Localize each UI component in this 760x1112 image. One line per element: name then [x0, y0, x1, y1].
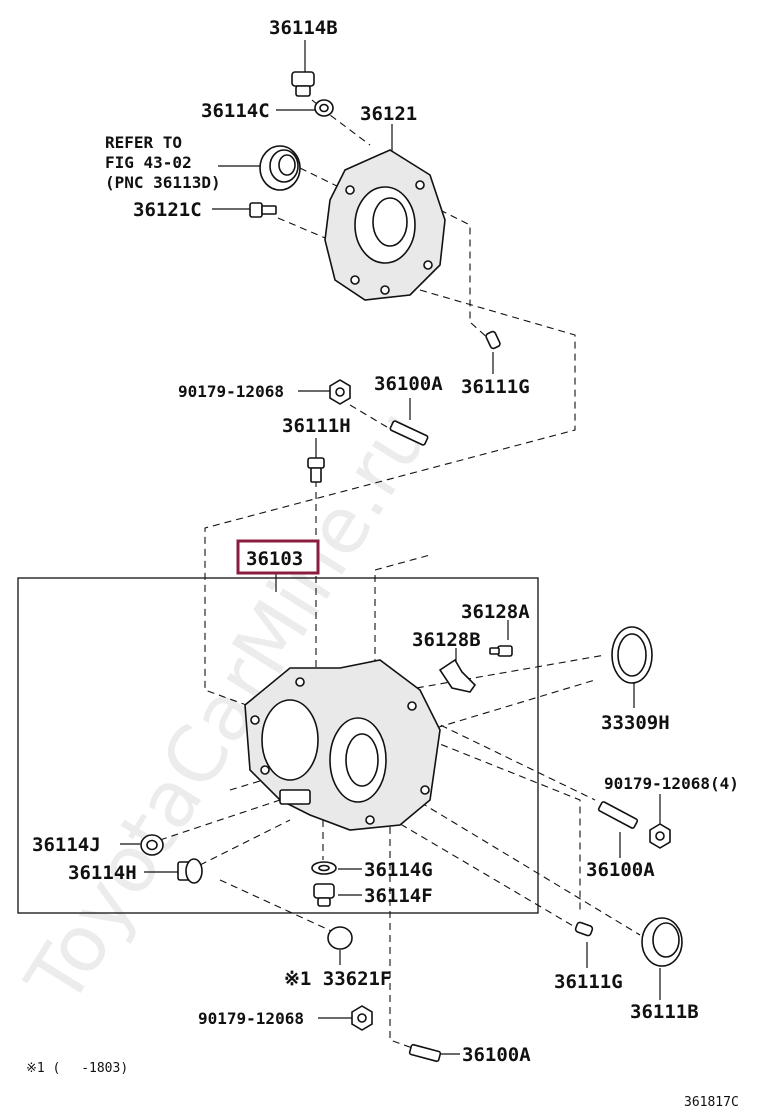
plug-36114B[interactable] [291, 71, 315, 97]
pin-36111G-top[interactable] [485, 330, 501, 350]
label-36111G-bottom[interactable]: 36111G [554, 971, 623, 993]
leader-lines [120, 40, 661, 1055]
breather-36111H[interactable] [307, 457, 325, 483]
case-36103[interactable] [244, 659, 441, 831]
label-36114B[interactable]: 36114B [269, 17, 338, 39]
label-36103[interactable]: 36103 [246, 548, 303, 570]
label-90179-4[interactable]: 90179-12068(4) [604, 774, 739, 793]
refer-line-2: FIG 43-02 [105, 153, 192, 172]
label-90179-bottom[interactable]: 90179-12068 [198, 1009, 304, 1028]
label-36100A-top[interactable]: 36100A [374, 373, 443, 395]
bracket-36128B[interactable] [438, 658, 477, 693]
nut-90179-bottom[interactable] [351, 1005, 373, 1031]
stud-36100A-bottom[interactable] [408, 1043, 442, 1063]
plug-36114F[interactable] [313, 883, 335, 907]
label-36100A-right[interactable]: 36100A [586, 859, 655, 881]
label-36128B[interactable]: 36128B [412, 629, 481, 651]
cover-36121[interactable] [324, 149, 446, 301]
label-36111H[interactable]: 36111H [282, 415, 351, 437]
label-36114F[interactable]: 36114F [364, 885, 433, 907]
label-36121C[interactable]: 36121C [133, 199, 202, 221]
seal-36111B[interactable] [641, 917, 683, 967]
selected-part-highlight [236, 539, 320, 575]
label-36111B[interactable]: 36111B [630, 1001, 699, 1023]
oil-seal-36113D[interactable] [259, 145, 301, 191]
bolt-36121C[interactable] [249, 202, 277, 218]
refer-line-3[interactable]: (PNC 36113D) [105, 173, 221, 192]
label-36114J[interactable]: 36114J [32, 834, 101, 856]
label-36128A[interactable]: 36128A [461, 601, 530, 623]
footnote: ※1 ( -1803) [26, 1061, 128, 1076]
seal-33309H[interactable] [611, 626, 653, 684]
gasket-36114C[interactable] [314, 99, 334, 117]
label-90179-top[interactable]: 90179-12068 [178, 382, 284, 401]
stud-36100A-right[interactable] [597, 801, 639, 829]
cap-33621F[interactable] [327, 926, 353, 950]
pin-36111G-bottom[interactable] [574, 921, 594, 937]
label-36114G[interactable]: 36114G [364, 859, 433, 881]
alignment-lines [159, 99, 641, 1051]
label-36114H[interactable]: 36114H [68, 862, 137, 884]
assembly-box [17, 577, 539, 914]
stud-36100A-top[interactable] [389, 420, 429, 446]
bolt-36128A[interactable] [489, 645, 513, 657]
diagram-code: 361817C [684, 1095, 739, 1110]
plug-36114H[interactable] [177, 858, 203, 884]
label-33309H[interactable]: 33309H [601, 712, 670, 734]
nut-90179-right[interactable] [649, 823, 671, 849]
label-36114C-top[interactable]: 36114C [201, 100, 270, 122]
nut-90179-top[interactable] [329, 379, 351, 405]
gasket-36114J[interactable] [140, 834, 164, 856]
refer-line-1: REFER TO [105, 133, 182, 152]
label-33621F[interactable]: ※1 33621F [284, 968, 391, 990]
label-36100A-bottom[interactable]: 36100A [462, 1044, 531, 1066]
label-36111G-top[interactable]: 36111G [461, 376, 530, 398]
label-36121[interactable]: 36121 [360, 103, 417, 125]
gasket-36114G[interactable] [311, 861, 337, 875]
